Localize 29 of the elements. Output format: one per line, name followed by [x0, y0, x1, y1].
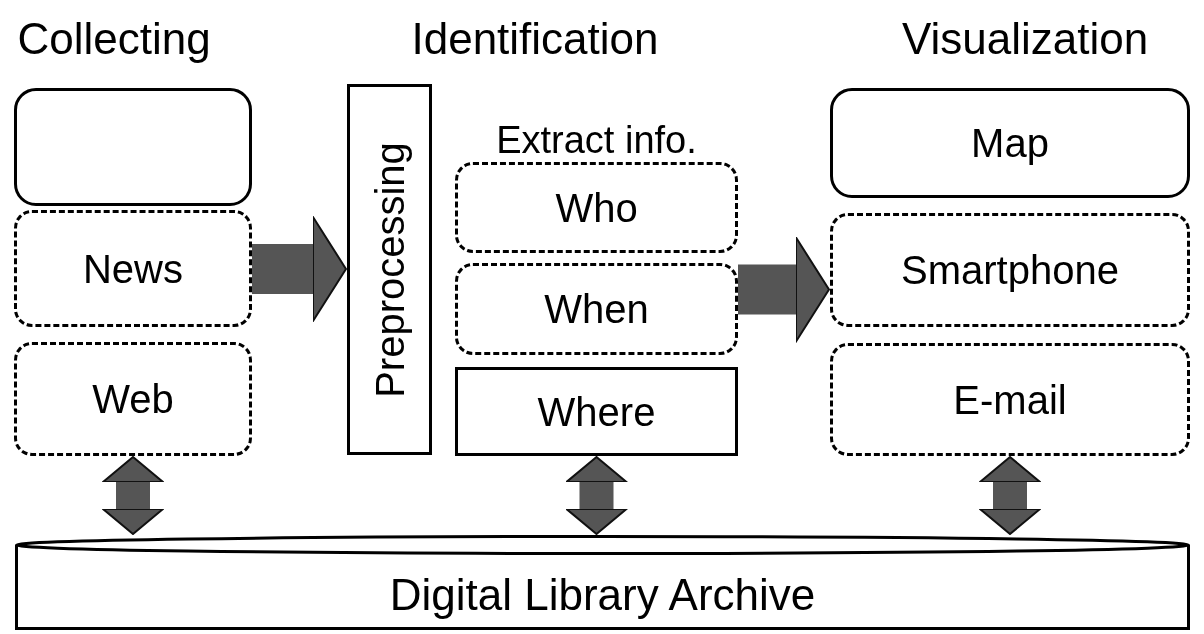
node-text: News	[83, 248, 183, 289]
node-text: Smartphone	[901, 250, 1119, 290]
dashed-box	[830, 343, 1190, 456]
column-heading: Visualization	[900, 13, 1150, 65]
node-text: E-mail	[953, 379, 1067, 420]
node-text: Where	[537, 391, 656, 432]
rounded-box	[830, 88, 1190, 198]
block-arrow	[102, 456, 164, 535]
column-heading: Collecting	[16, 13, 212, 65]
node-text: Preprocessing	[369, 141, 410, 398]
dashed-box	[830, 213, 1190, 327]
column-heading: Identification	[410, 13, 660, 65]
node-text: Web	[92, 379, 174, 419]
block-arrow	[979, 456, 1041, 535]
group-heading: Extract info.	[495, 118, 698, 163]
node-text: When	[544, 289, 649, 329]
dashed-box	[455, 162, 738, 253]
block-arrow	[565, 456, 628, 535]
node-text: Who	[555, 187, 638, 228]
node-text: Digital Library Archive	[389, 572, 816, 617]
node-text: Map	[971, 123, 1049, 163]
vertical-box	[347, 84, 432, 455]
dashed-box	[455, 263, 738, 355]
dashed-box	[14, 342, 252, 456]
block-arrow	[252, 216, 347, 322]
block-arrow	[738, 236, 830, 343]
dashed-box	[14, 210, 252, 327]
rounded-box	[14, 88, 252, 206]
process-box	[455, 367, 738, 456]
